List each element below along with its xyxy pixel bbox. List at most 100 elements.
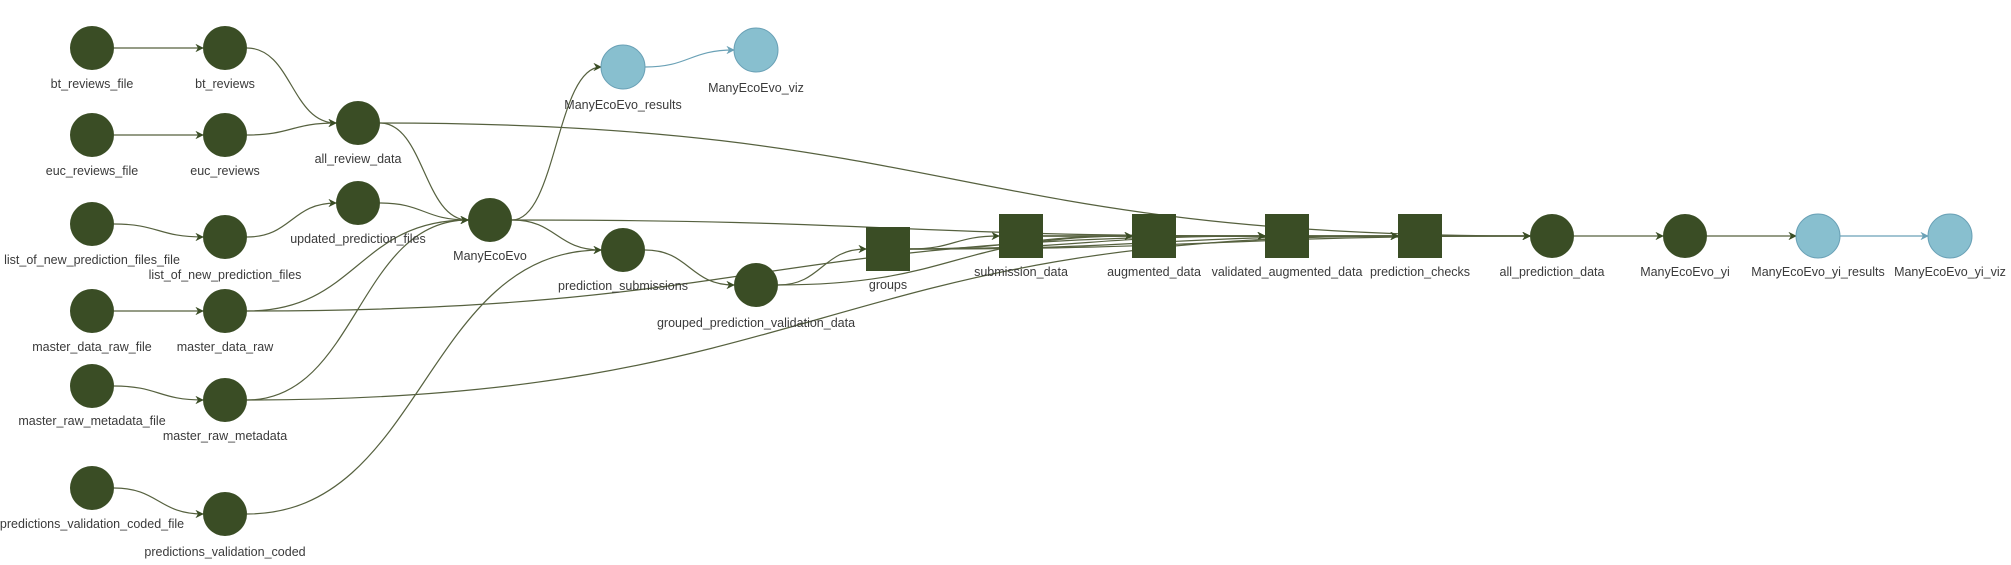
node-label: ManyEcoEvo_yi_results	[1751, 265, 1884, 279]
node-all-prediction-data[interactable]: all_prediction_data	[1500, 214, 1605, 279]
node-circle[interactable]	[733, 27, 779, 73]
node-label: prediction_submissions	[558, 279, 688, 293]
node-square[interactable]	[999, 214, 1043, 258]
node-label: euc_reviews_file	[46, 164, 138, 178]
node-circle[interactable]	[601, 228, 645, 272]
node-circle[interactable]	[468, 198, 512, 242]
node-circle[interactable]	[336, 101, 380, 145]
node-circle[interactable]	[203, 378, 247, 422]
node-label: master_data_raw_file	[32, 340, 152, 354]
node-circle[interactable]	[70, 202, 114, 246]
node-square[interactable]	[866, 227, 910, 271]
node-circle[interactable]	[600, 44, 646, 90]
edge-updated-prediction-files-to-manyecoevo	[379, 202, 469, 225]
edge-manyecoevo-results-to-manyecoevo-viz	[644, 45, 735, 68]
node-circle[interactable]	[734, 263, 778, 307]
node-circle[interactable]	[336, 181, 380, 225]
node-square[interactable]	[1398, 214, 1442, 258]
node-circle[interactable]	[203, 215, 247, 259]
node-prediction-checks[interactable]: prediction_checks	[1370, 214, 1470, 279]
node-circle[interactable]	[70, 466, 114, 510]
node-master-raw-metadata-file[interactable]: master_raw_metadata_file	[18, 364, 166, 428]
node-predictions-validation-coded[interactable]: predictions_validation_coded	[144, 492, 306, 559]
edges-layer	[113, 43, 1929, 519]
node-circle[interactable]	[203, 113, 247, 157]
edge-list-of-new-prediction-files-file-to-list-of-new-prediction-files	[113, 223, 204, 242]
node-label: list_of_new_prediction_files_file	[4, 253, 180, 267]
edge-groups-to-submission-data	[909, 231, 1000, 250]
node-circle[interactable]	[203, 26, 247, 70]
node-circle[interactable]	[1530, 214, 1574, 258]
node-all-review-data[interactable]: all_review_data	[315, 101, 402, 166]
node-updated-prediction-files[interactable]: updated_prediction_files	[290, 181, 426, 246]
edge-master-raw-metadata-file-to-master-raw-metadata	[113, 385, 204, 405]
edge-predictions-validation-coded-to-prediction-submissions	[246, 245, 602, 515]
node-label: predictions_validation_coded	[144, 545, 305, 559]
node-square[interactable]	[1132, 214, 1176, 258]
node-circle[interactable]	[1663, 214, 1707, 258]
node-submission-data[interactable]: submission_data	[974, 214, 1068, 279]
node-list-of-new-prediction-files-file[interactable]: list_of_new_prediction_files_file	[4, 202, 180, 267]
node-circle[interactable]	[70, 364, 114, 408]
node-master-raw-metadata[interactable]: master_raw_metadata	[163, 378, 287, 443]
edge-master-data-raw-to-manyecoevo	[246, 215, 469, 312]
node-label: master_raw_metadata_file	[18, 414, 165, 428]
node-manyecoevo-viz[interactable]: ManyEcoEvo_viz	[708, 27, 804, 95]
node-label: ManyEcoEvo	[453, 249, 527, 263]
node-groups[interactable]: groups	[866, 227, 910, 292]
node-bt-reviews[interactable]: bt_reviews	[195, 26, 255, 91]
node-grouped-prediction-validation-data[interactable]: grouped_prediction_validation_data	[657, 263, 855, 330]
node-euc-reviews-file[interactable]: euc_reviews_file	[46, 113, 138, 178]
edge-grouped-prediction-validation-data-to-augmented-data	[777, 231, 1133, 286]
node-circle[interactable]	[1795, 213, 1841, 259]
node-label: validated_augmented_data	[1212, 265, 1363, 279]
node-predictions-validation-coded-file[interactable]: predictions_validation_coded_file	[0, 466, 184, 531]
node-validated-augmented-data[interactable]: validated_augmented_data	[1212, 214, 1363, 279]
node-euc-reviews[interactable]: euc_reviews	[190, 113, 260, 178]
node-label: ManyEcoEvo_results	[564, 98, 681, 112]
node-label: prediction_checks	[1370, 265, 1470, 279]
node-label: master_data_raw	[177, 340, 275, 354]
node-label: master_raw_metadata	[163, 429, 287, 443]
node-manyecoevo-yi-results[interactable]: ManyEcoEvo_yi_results	[1751, 213, 1885, 279]
node-label: bt_reviews_file	[51, 77, 134, 91]
node-master-data-raw-file[interactable]: master_data_raw_file	[32, 289, 152, 354]
edge-predictions-validation-coded-file-to-predictions-validation-coded	[113, 487, 204, 519]
edge-bt-reviews-to-all-review-data	[246, 47, 337, 128]
node-manyecoevo[interactable]: ManyEcoEvo	[453, 198, 527, 263]
nodes-layer: bt_reviews_file bt_reviews euc_reviews_fil…	[0, 26, 2006, 559]
edge-euc-reviews-to-all-review-data	[246, 118, 337, 136]
edge-all-review-data-to-manyecoevo	[379, 122, 469, 225]
node-circle[interactable]	[203, 289, 247, 333]
node-list-of-new-prediction-files[interactable]: list_of_new_prediction_files	[149, 215, 302, 282]
edge-all-review-data-to-all-prediction-data	[379, 122, 1531, 241]
node-label: euc_reviews	[190, 164, 259, 178]
node-square[interactable]	[1265, 214, 1309, 258]
node-prediction-submissions[interactable]: prediction_submissions	[558, 228, 688, 293]
node-label: all_review_data	[315, 152, 402, 166]
node-circle[interactable]	[203, 492, 247, 536]
edge-grouped-prediction-validation-data-to-groups	[777, 244, 867, 286]
node-master-data-raw[interactable]: master_data_raw	[177, 289, 275, 354]
node-bt-reviews-file[interactable]: bt_reviews_file	[51, 26, 134, 91]
node-manyecoevo-results[interactable]: ManyEcoEvo_results	[564, 44, 682, 112]
node-label: groups	[869, 278, 907, 292]
node-augmented-data[interactable]: augmented_data	[1107, 214, 1201, 279]
node-label: updated_prediction_files	[290, 232, 426, 246]
node-manyecoevo-yi[interactable]: ManyEcoEvo_yi	[1640, 214, 1730, 279]
node-label: list_of_new_prediction_files	[149, 268, 302, 282]
node-manyecoevo-yi-viz[interactable]: ManyEcoEvo_yi_viz	[1894, 213, 2006, 279]
edge-manyecoevo-to-manyecoevo-results	[511, 62, 602, 221]
node-label: bt_reviews	[195, 77, 255, 91]
node-label: ManyEcoEvo_yi_viz	[1894, 265, 2006, 279]
node-label: ManyEcoEvo_viz	[708, 81, 804, 95]
node-circle[interactable]	[70, 289, 114, 333]
node-circle[interactable]	[70, 26, 114, 70]
node-label: predictions_validation_coded_file	[0, 517, 184, 531]
node-circle[interactable]	[70, 113, 114, 157]
edge-manyecoevo-to-prediction-submissions	[511, 219, 602, 255]
node-label: all_prediction_data	[1500, 265, 1605, 279]
node-label: submission_data	[974, 265, 1068, 279]
node-circle[interactable]	[1927, 213, 1973, 259]
